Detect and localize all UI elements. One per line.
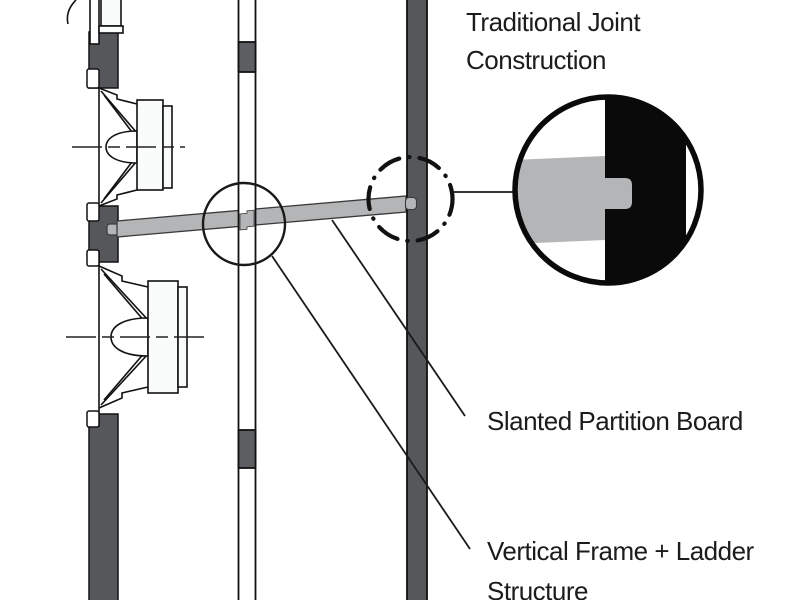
speaker-upper	[98, 87, 173, 207]
ladder-rung-bottom	[237, 429, 257, 469]
detail-board-slab	[515, 156, 605, 244]
label-traditional-joint-line1: Traditional Joint	[466, 7, 641, 37]
speaker-upper-dust-cap	[105, 130, 138, 164]
label-vertical-frame-line1: Vertical Frame + Ladder	[487, 536, 754, 566]
speaker-top-partial-basket-arc	[66, 0, 77, 25]
board-tenon-right	[404, 196, 418, 211]
leader-line-slanted-board	[331, 219, 466, 417]
label-slanted-partition-board: Slanted Partition Board	[487, 402, 743, 440]
flange-lower-top	[86, 249, 100, 267]
slanted-partition-board	[106, 195, 407, 238]
ladder-strip-body	[237, 0, 257, 600]
speaker-top-partial-flange	[89, 0, 100, 45]
crossing-highlight-circle	[201, 181, 287, 267]
joint-detail-circle	[512, 94, 704, 286]
vertical-frame-right-bar	[404, 0, 428, 600]
flange-upper-bottom	[86, 202, 100, 222]
speaker-flanges	[86, 68, 100, 428]
baffle-board	[88, 31, 119, 600]
speaker-lower-cone-top-inner	[103, 273, 147, 324]
label-slanted-partition-board-text: Slanted Partition Board	[487, 406, 743, 436]
label-traditional-joint: Traditional Joint Construction	[466, 3, 641, 79]
speaker-lower	[98, 251, 188, 427]
leader-lines	[271, 191, 516, 550]
baffle-segment-bottom	[88, 413, 119, 600]
speaker-upper-cone-top-inner	[103, 94, 136, 137]
right-bar-body	[406, 0, 428, 600]
label-vertical-frame-ladder: Vertical Frame + Ladder Structure	[487, 531, 754, 600]
board-lap-joint-notch	[239, 209, 255, 231]
speaker-top-partial-back-plate	[98, 25, 124, 34]
centerlines	[66, 146, 205, 338]
ladder-strip	[237, 0, 257, 600]
label-traditional-joint-line2: Construction	[466, 45, 606, 75]
speaker-lower-basket-top	[98, 265, 149, 288]
speaker-upper-basket-top	[98, 87, 138, 105]
speaker-lower-cone-bottom-inner	[103, 350, 147, 401]
detail-board-tenon	[605, 178, 632, 209]
speaker-top-partial-magnet	[100, 0, 122, 27]
flange-lower-bottom	[86, 410, 100, 428]
board-body	[116, 195, 407, 238]
leader-line-vertical-frame	[271, 255, 471, 550]
speaker-lower-basket-bottom	[98, 386, 149, 409]
speaker-top-partial	[66, 0, 124, 45]
speaker-upper-basket-bottom	[98, 189, 138, 207]
flange-upper-top	[86, 68, 100, 89]
speaker-lower-cone-bottom	[100, 353, 149, 406]
speaker-lower-cone-top	[100, 268, 149, 321]
speaker-upper-magnet	[136, 99, 164, 191]
ladder-rung-top	[237, 41, 257, 73]
detail-circle-outline	[512, 94, 704, 286]
speaker-upper-cone-bottom-inner	[103, 157, 136, 200]
dash-dot-highlight-circle	[366, 154, 455, 244]
label-vertical-frame-line2: Structure	[487, 576, 588, 600]
